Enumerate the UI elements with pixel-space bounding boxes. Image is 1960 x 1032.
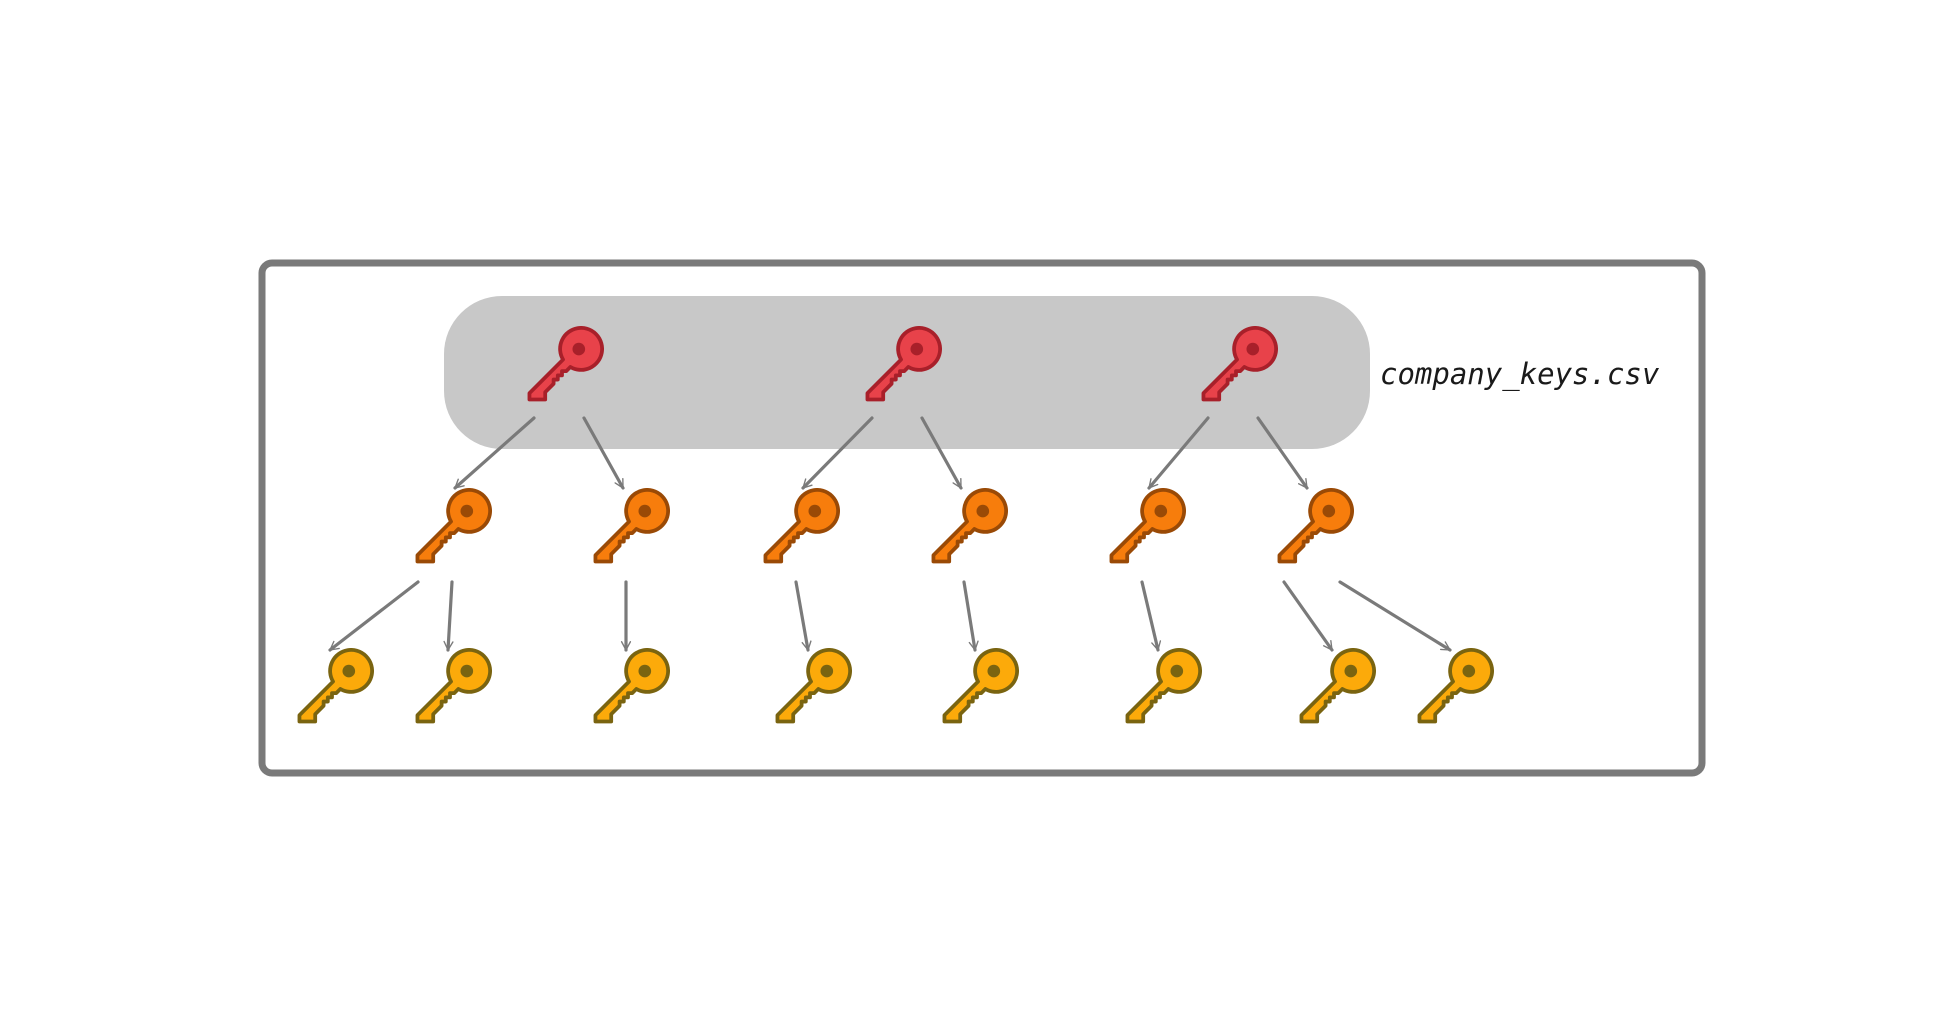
arrow bbox=[962, 580, 979, 652]
child-key-icon-3-1 bbox=[1109, 488, 1186, 564]
child-key-icon-3-2 bbox=[1277, 488, 1354, 564]
company-keys-file-label: company_keys.csv bbox=[1380, 357, 1660, 392]
grandchild-key-icon-1-2-1 bbox=[593, 648, 670, 724]
arrow bbox=[1338, 580, 1452, 652]
grandchild-key-icon-2-2-1 bbox=[942, 648, 1019, 724]
child-key-icon-1-1 bbox=[415, 488, 492, 564]
arrow bbox=[582, 416, 625, 490]
grandchild-key-icon-3-2-2 bbox=[1417, 648, 1494, 724]
derivation-arrows bbox=[328, 416, 1452, 652]
arrow bbox=[801, 416, 874, 490]
child-key-icon-2-1 bbox=[763, 488, 840, 564]
grandchild-key-icon-2-1-1 bbox=[775, 648, 852, 724]
arrow bbox=[1256, 416, 1309, 490]
arrow bbox=[1147, 416, 1210, 490]
arrow bbox=[920, 416, 963, 490]
root-key-icon-1 bbox=[527, 326, 604, 402]
root-key-icon-2 bbox=[865, 326, 942, 402]
grandchild-key-icon-1-1-1 bbox=[297, 648, 374, 724]
keys bbox=[297, 326, 1494, 724]
root-key-icon-3 bbox=[1201, 326, 1278, 402]
arrow bbox=[1282, 580, 1334, 652]
arrow bbox=[453, 416, 536, 490]
child-key-icon-1-2 bbox=[593, 488, 670, 564]
company-keys-group bbox=[444, 296, 1370, 449]
arrow bbox=[1140, 580, 1162, 652]
grandchild-key-icon-1-1-2 bbox=[415, 648, 492, 724]
arrow bbox=[794, 580, 812, 652]
arrow bbox=[328, 580, 420, 652]
arrow bbox=[443, 580, 454, 652]
grandchild-key-icon-3-1-1 bbox=[1125, 648, 1202, 724]
grandchild-key-icon-3-2-1 bbox=[1299, 648, 1376, 724]
child-key-icon-2-2 bbox=[931, 488, 1008, 564]
